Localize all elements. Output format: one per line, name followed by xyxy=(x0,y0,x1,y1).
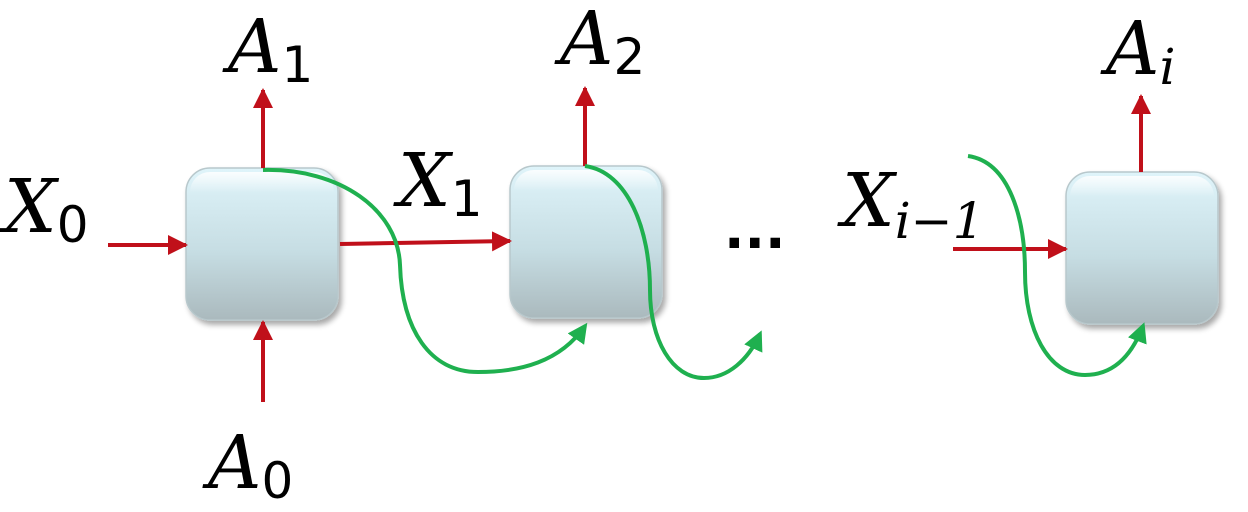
label-a0: A0 xyxy=(202,420,293,510)
rnn-cell-1 xyxy=(185,167,339,321)
label-x-im1: Xi−1 xyxy=(837,158,984,250)
rnn-cell-i xyxy=(1065,171,1219,325)
label-a1: A1 xyxy=(222,4,313,94)
recurrent-curve-1 xyxy=(262,167,588,375)
rnn-cell-2 xyxy=(509,165,663,319)
label-x0: X0 xyxy=(0,164,89,254)
label-a2: A2 xyxy=(554,0,645,86)
ellipsis: ... xyxy=(724,198,786,261)
label-ai: Ai xyxy=(1100,6,1175,96)
recurrent-curve-2 xyxy=(584,164,763,381)
arrow-x1-between xyxy=(339,231,512,252)
recurrent-curve-i xyxy=(967,154,1147,378)
label-x1: X1 xyxy=(393,138,483,228)
